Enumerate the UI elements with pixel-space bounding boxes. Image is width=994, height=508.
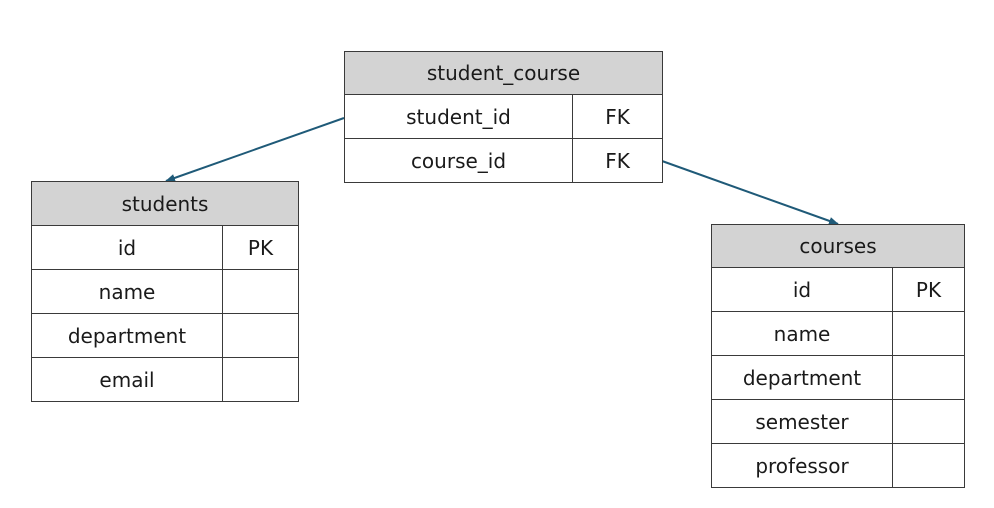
table-row: department (712, 356, 964, 400)
field-name-course-id: course_id (345, 139, 573, 182)
field-name-email: email (32, 358, 223, 401)
key-badge-fk: FK (605, 148, 630, 173)
key-cell-empty (223, 270, 298, 313)
key-cell-empty (893, 400, 964, 443)
key-cell-empty (223, 314, 298, 357)
field-name-student-id: student_id (345, 95, 573, 138)
field-name-professor: professor (712, 444, 893, 487)
table-student-course[interactable]: student_course student_id FK course_id F… (344, 51, 663, 183)
connector-student-course-to-students (165, 117, 345, 182)
table-row: professor (712, 444, 964, 487)
field-name-name: name (32, 270, 223, 313)
field-name-id: id (712, 268, 893, 311)
table-students[interactable]: students id PK name department email (31, 181, 299, 402)
table-row: student_id FK (345, 95, 662, 139)
table-header-student-course: student_course (345, 52, 662, 95)
key-cell-empty (893, 356, 964, 399)
key-badge-pk: PK (247, 235, 274, 260)
table-row: email (32, 358, 298, 401)
key-cell-empty (893, 312, 964, 355)
table-header-students: students (32, 182, 298, 226)
connector-student-course-to-courses (661, 160, 839, 225)
key-cell-empty (893, 444, 964, 487)
field-name-department: department (32, 314, 223, 357)
key-badge-pk: PK (915, 277, 942, 302)
field-name-department: department (712, 356, 893, 399)
field-name-semester: semester (712, 400, 893, 443)
table-header-courses: courses (712, 225, 964, 268)
table-row: course_id FK (345, 139, 662, 182)
table-courses[interactable]: courses id PK name department semester p… (711, 224, 965, 488)
key-badge-fk: FK (605, 104, 630, 129)
field-name-id: id (32, 226, 223, 269)
table-row: semester (712, 400, 964, 444)
table-row: id PK (712, 268, 964, 312)
key-cell-empty (223, 358, 298, 401)
field-name-name: name (712, 312, 893, 355)
table-row: id PK (32, 226, 298, 270)
table-row: name (32, 270, 298, 314)
table-row: name (712, 312, 964, 356)
table-row: department (32, 314, 298, 358)
